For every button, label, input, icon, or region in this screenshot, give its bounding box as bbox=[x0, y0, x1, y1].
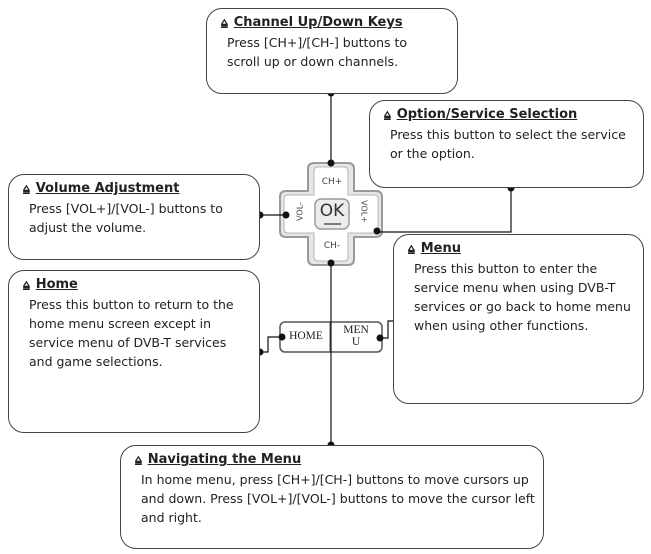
callout-channel: ⩠ Channel Up/Down Keys Press [CH+]/[CH-]… bbox=[206, 8, 458, 94]
callout-home-body: Press this button to return to the home … bbox=[29, 297, 234, 369]
dpad bbox=[279, 162, 383, 266]
ch-up-key[interactable]: CH+ bbox=[321, 177, 343, 187]
callout-option-title: ⩠ Option/Service Selection bbox=[384, 107, 633, 122]
tick-marker-icon: ⩠ bbox=[23, 277, 30, 291]
tick-marker-icon: ⩠ bbox=[408, 241, 415, 255]
tick-marker-icon: ⩠ bbox=[135, 452, 142, 466]
tick-marker-icon: ⩠ bbox=[384, 107, 391, 121]
ch-down-key[interactable]: CH- bbox=[323, 241, 341, 251]
menu-key-line1: MEN bbox=[343, 324, 369, 336]
callout-navigating: ⩠ Navigating the Menu In home menu, pres… bbox=[120, 445, 544, 549]
callout-channel-title-text: Channel Up/Down Keys bbox=[233, 15, 403, 30]
callout-channel-body: Press [CH+]/[CH-] buttons to scroll up o… bbox=[227, 35, 408, 69]
callout-volume-title-text: Volume Adjustment bbox=[35, 181, 180, 196]
callout-home: ⩠ Home Press this button to return to th… bbox=[8, 270, 260, 433]
ok-key bbox=[314, 198, 350, 230]
vol-down-key[interactable]: VOL- bbox=[295, 202, 305, 221]
callout-home-title-text: Home bbox=[35, 277, 78, 292]
callout-channel-title: ⩠ Channel Up/Down Keys bbox=[221, 15, 447, 30]
callout-menu: ⩠ Menu Press this button to enter the se… bbox=[393, 234, 644, 404]
connectors bbox=[260, 93, 512, 445]
menu-key-line2: U bbox=[351, 336, 361, 348]
callout-volume: ⩠ Volume Adjustment Press [VOL+]/[VOL-] … bbox=[8, 174, 260, 260]
callout-option-body: Press this button to select the service … bbox=[390, 127, 626, 161]
callout-menu-title-text: Menu bbox=[420, 241, 461, 256]
callout-navigating-title-text: Navigating the Menu bbox=[147, 452, 302, 467]
tick-marker-icon: ⩠ bbox=[221, 15, 228, 29]
vol-up-key[interactable]: VOL+ bbox=[359, 200, 369, 223]
callout-home-title: ⩠ Home bbox=[23, 277, 249, 292]
callout-menu-body: Press this button to enter the service m… bbox=[414, 261, 631, 333]
callout-option: ⩠ Option/Service Selection Press this bu… bbox=[369, 100, 644, 188]
ok-label[interactable]: OK bbox=[319, 201, 345, 221]
callout-volume-body: Press [VOL+]/[VOL-] buttons to adjust th… bbox=[29, 201, 223, 235]
tick-marker-icon: ⩠ bbox=[23, 181, 30, 195]
callout-volume-title: ⩠ Volume Adjustment bbox=[23, 181, 249, 196]
callout-navigating-body: In home menu, press [CH+]/[CH-] buttons … bbox=[141, 472, 535, 525]
callout-menu-title: ⩠ Menu bbox=[408, 241, 633, 256]
callout-navigating-title: ⩠ Navigating the Menu bbox=[135, 452, 533, 467]
callout-option-title-text: Option/Service Selection bbox=[396, 107, 578, 122]
menu-key[interactable]: MEN U bbox=[333, 324, 379, 348]
home-key[interactable]: HOME bbox=[289, 330, 323, 342]
